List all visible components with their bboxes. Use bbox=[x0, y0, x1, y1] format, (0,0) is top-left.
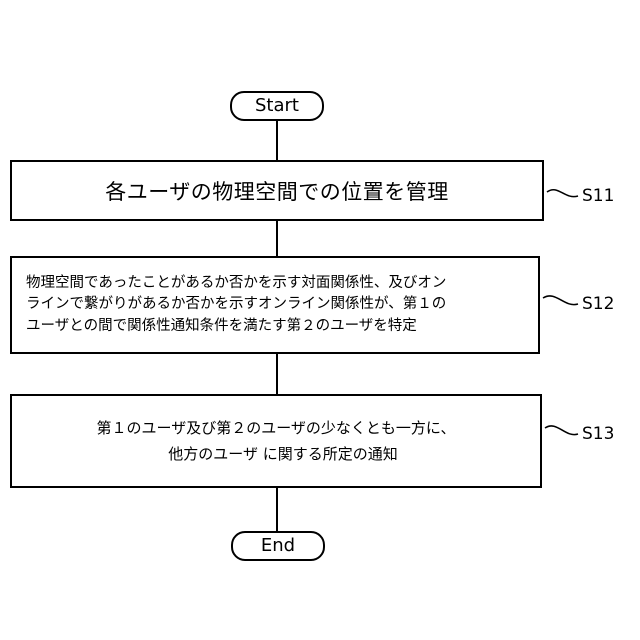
start-label: Start bbox=[255, 97, 299, 115]
step-s12-box: 物理空間であったことがあるか否かを示す対面関係性、及びオン ラインで繋がりがある… bbox=[10, 256, 540, 354]
start-terminal: Start bbox=[230, 91, 324, 121]
step-s11-text: 各ユーザの物理空間での位置を管理 bbox=[105, 176, 449, 206]
end-terminal: End bbox=[231, 531, 325, 561]
step-s12-text-line-2: ラインで繋がりがあるか否かを示すオンライン関係性が、第１の bbox=[26, 294, 446, 315]
end-label: End bbox=[261, 537, 295, 555]
step-s13-label: S13 bbox=[582, 426, 614, 443]
leader-s12 bbox=[543, 296, 578, 305]
step-s13-text-line-2: 他方のユーザ に関する所定の通知 bbox=[154, 441, 397, 467]
leader-s13 bbox=[545, 426, 578, 435]
step-s13-box: 第１のユーザ及び第２のユーザの少なくとも一方に、 他方のユーザ に関する所定の通… bbox=[10, 394, 542, 488]
step-s12-text-line-3: ユーザとの間で関係性通知条件を満たす第２のユーザを特定 bbox=[26, 316, 417, 337]
step-s11-box: 各ユーザの物理空間での位置を管理 bbox=[10, 160, 544, 221]
step-s12-text-line-1: 物理空間であったことがあるか否かを示す対面関係性、及びオン bbox=[26, 273, 446, 294]
leader-s11 bbox=[547, 190, 578, 197]
step-s13-text-line-1: 第１のユーザ及び第２のユーザの少なくとも一方に、 bbox=[97, 415, 456, 441]
step-s12-label: S12 bbox=[582, 296, 614, 313]
step-s11-label: S11 bbox=[582, 188, 614, 205]
